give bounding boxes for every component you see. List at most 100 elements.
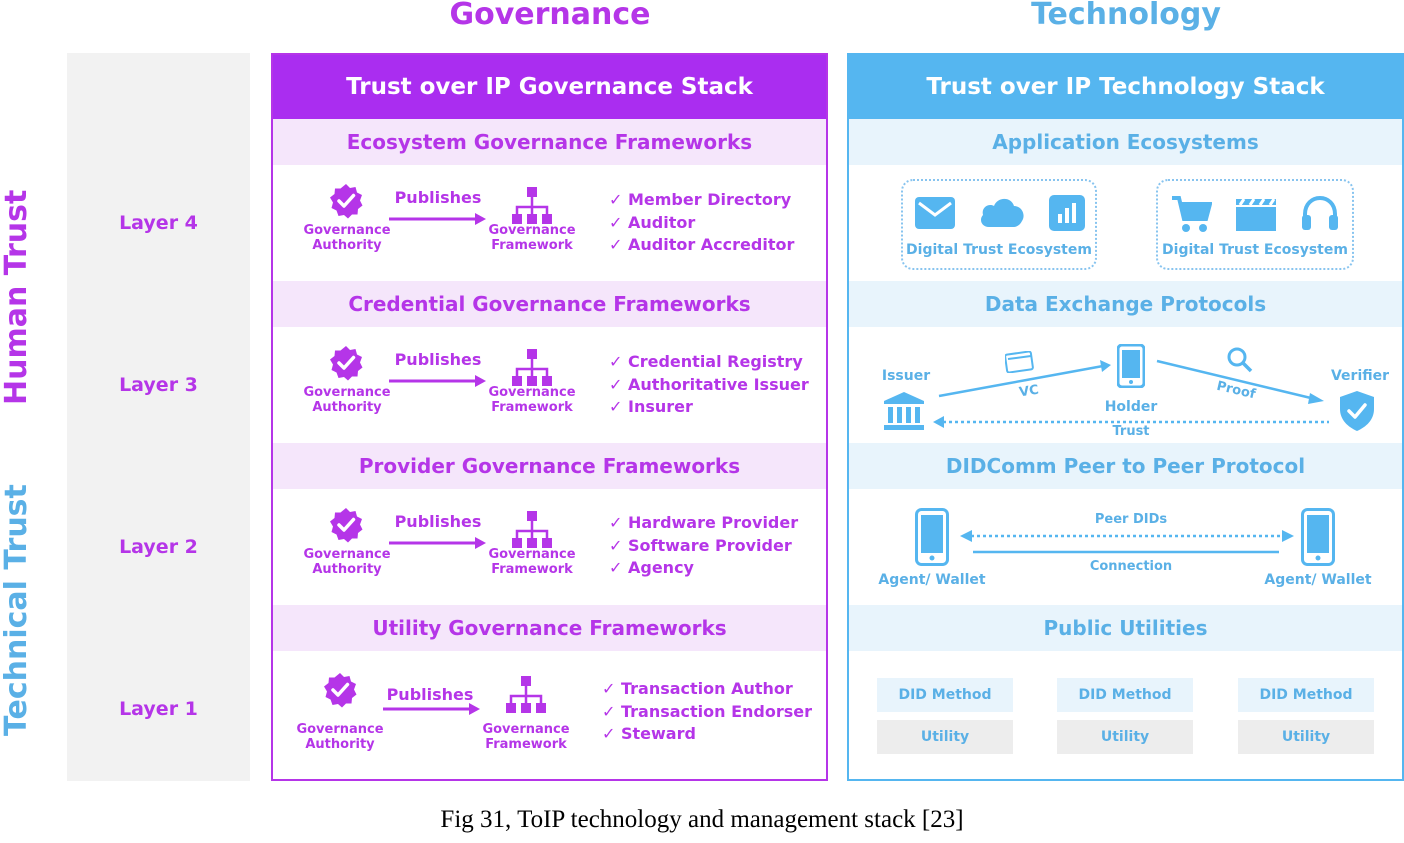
did-method-cell: DID Method (877, 678, 1013, 712)
data-exchange-band: Data Exchange Protocols (849, 281, 1402, 327)
list-item: ✓ Steward (602, 724, 696, 743)
agent-wallet-right-label: Agent/ Wallet (1264, 572, 1372, 588)
figure-caption: Fig 31, ToIP technology and management s… (440, 806, 964, 833)
layer-4-label: Layer 4 (119, 212, 198, 234)
issuer-label: Issuer (881, 368, 931, 384)
publishes-label: Publishes (394, 350, 482, 369)
verified-badge-icon (330, 184, 363, 219)
public-utilities-band: Public Utilities (849, 605, 1402, 651)
list-item: ✓ Credential Registry (609, 352, 803, 371)
utility-cell: Utility (877, 720, 1013, 754)
publishes-label: Publishes (394, 512, 482, 531)
list-item: ✓ Hardware Provider (609, 513, 799, 532)
governance-heading: Governance (449, 0, 651, 32)
list-item: ✓ Transaction Endorser (602, 701, 813, 721)
mail-icon (915, 197, 955, 229)
trust-label: Trust (1112, 424, 1150, 439)
list-item: ✓ Auditor Accreditor (609, 235, 795, 254)
ecosystem-governance-band: Ecosystem Governance Frameworks (273, 119, 826, 165)
list-item: ✓ Member Directory (609, 190, 792, 209)
list-item: ✓ Agency (609, 558, 694, 577)
bank-icon (884, 392, 924, 430)
holder-label: Holder (1104, 399, 1158, 415)
agent-phone-left-icon (915, 508, 949, 566)
agent-phone-right-icon (1301, 508, 1335, 566)
publishes-arrow-icon (389, 537, 486, 549)
technical-trust-label: Technical Trust (0, 484, 34, 736)
layer-1-label: Layer 1 (119, 698, 198, 720)
utility-governance-band: Utility Governance Frameworks (273, 605, 826, 651)
clapperboard-icon (1236, 198, 1276, 231)
publishes-arrow-icon (383, 703, 480, 715)
governance-stack: Trust over IP Governance Stack Ecosystem… (271, 53, 828, 781)
agent-wallet-left-label: Agent/ Wallet (878, 572, 986, 588)
layer-column (67, 53, 250, 781)
cloud-icon (981, 198, 1024, 227)
framework-items-list: ✓ Hardware Provider ✓ Software Provider … (609, 512, 824, 580)
hierarchy-icon (506, 676, 546, 713)
peer-dids-arrow-icon (960, 530, 1294, 542)
list-item: ✓ Insurer (609, 397, 693, 416)
shield-check-icon (1340, 391, 1374, 431)
technology-stack: Trust over IP Technology Stack Applicati… (847, 53, 1404, 781)
proof-arrow-icon (1156, 359, 1324, 404)
trust-arrow-icon (933, 416, 1329, 428)
ecosystem-box-left: Digital Trust Ecosystem (901, 179, 1097, 270)
ecosystem-box-right: Digital Trust Ecosystem (1156, 179, 1354, 270)
utility-cell: Utility (1057, 720, 1193, 754)
layer-2-label: Layer 2 (119, 536, 198, 558)
vc-arrow-icon (938, 360, 1111, 398)
list-item: ✓ Authoritative Issuer (609, 374, 809, 394)
did-method-cell: DID Method (1057, 678, 1193, 712)
publishes-label: Publishes (394, 188, 482, 207)
layer-3-label: Layer 3 (119, 374, 198, 396)
technology-heading: Technology (1031, 0, 1221, 32)
provider-governance-band: Provider Governance Frameworks (273, 443, 826, 489)
utility-cell: Utility (1238, 720, 1374, 754)
credential-governance-band: Credential Governance Frameworks (273, 281, 826, 327)
hierarchy-icon (512, 187, 552, 224)
hierarchy-icon (512, 511, 552, 548)
didcomm-band: DIDComm Peer to Peer Protocol (849, 443, 1402, 489)
list-item: ✓ Auditor (609, 212, 696, 232)
headphones-icon (1302, 195, 1338, 230)
hierarchy-icon (512, 349, 552, 386)
publishes-label: Publishes (386, 685, 474, 704)
framework-items-list: ✓ Transaction Author ✓ Transaction Endor… (602, 678, 824, 746)
ecosystem-right-label: Digital Trust Ecosystem (1162, 242, 1348, 258)
magnifier-icon (1227, 347, 1253, 373)
governance-stack-title: Trust over IP Governance Stack (273, 55, 826, 119)
shopping-cart-icon (1172, 196, 1212, 232)
application-ecosystems-band: Application Ecosystems (849, 119, 1402, 165)
technology-stack-title: Trust over IP Technology Stack (849, 55, 1402, 119)
publishes-arrow-icon (389, 213, 486, 225)
publishes-arrow-icon (389, 375, 486, 387)
ecosystem-left-label: Digital Trust Ecosystem (906, 242, 1092, 258)
verified-badge-icon (324, 673, 357, 708)
did-method-cell: DID Method (1238, 678, 1374, 712)
human-trust-label: Human Trust (0, 189, 34, 405)
verified-badge-icon (330, 346, 363, 381)
list-item: ✓ Transaction Author (602, 679, 793, 698)
credential-card-icon (1005, 351, 1034, 373)
verified-badge-icon (330, 508, 363, 543)
list-item: ✓ Software Provider (609, 535, 792, 555)
connection-line (973, 550, 1279, 554)
connection-label: Connection (1089, 559, 1173, 574)
phone-icon (1117, 344, 1145, 388)
framework-items-list: ✓ Credential Registry ✓ Authoritative Is… (609, 351, 824, 419)
framework-items-list: ✓ Member Directory ✓ Auditor ✓ Auditor A… (609, 189, 824, 257)
verifier-label: Verifier (1330, 368, 1390, 384)
